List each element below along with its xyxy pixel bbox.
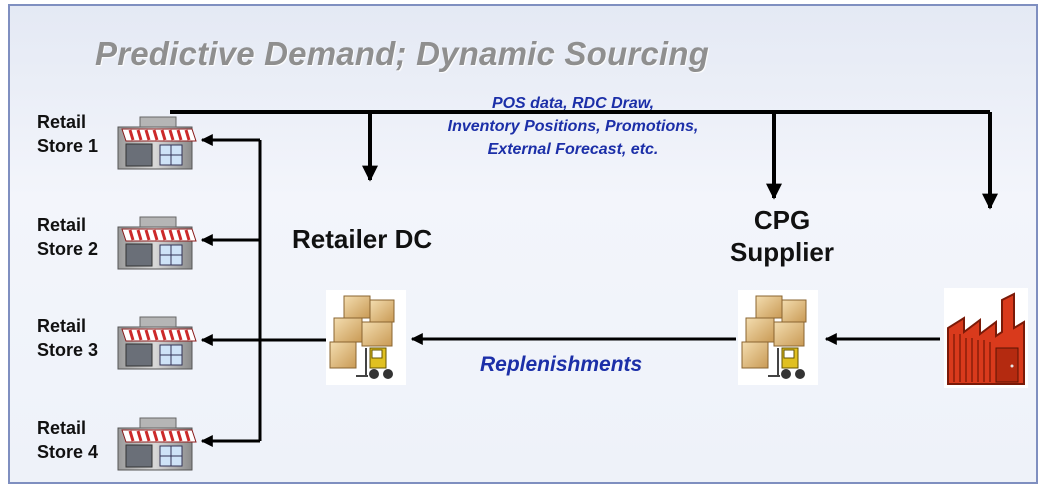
warehouse-forklift-icon: [738, 290, 818, 385]
supplier-line1: CPG: [753, 205, 811, 235]
store-3-line1: Retail: [37, 316, 87, 336]
info-flow-line-2: Inventory Positions, Promotions,: [447, 118, 699, 135]
store-4-line1: Retail: [37, 418, 87, 438]
info-flow-line-1: POS data, RDC Draw,: [491, 95, 655, 112]
retail-store-icon: [117, 417, 197, 471]
supplier-label: CPG Supplier: [722, 204, 842, 268]
info-flow-text: POS data, RDC Draw, Inventory Positions,…: [388, 92, 758, 161]
replenishments-label: Replenishments: [480, 353, 643, 376]
retail-store-icon: [117, 116, 197, 170]
warehouse-forklift-icon: [326, 290, 406, 385]
retailer-dc-label: Retailer DC: [292, 224, 433, 254]
store-label-1: Retail Store 1: [37, 110, 98, 158]
store-3-line2: Store 3: [37, 340, 99, 360]
store-2-line1: Retail: [37, 215, 87, 235]
diagram-title: Predictive Demand; Dynamic Sourcing: [95, 35, 710, 72]
factory-icon: [944, 288, 1028, 388]
store-1-line1: Retail: [37, 112, 87, 132]
store-label-3: Retail Store 3: [37, 314, 98, 362]
store-label-4: Retail Store 4: [37, 416, 98, 464]
retail-store-icon: [117, 316, 197, 370]
store-1-line2: Store 1: [37, 136, 99, 156]
supplier-line2: Supplier: [729, 237, 834, 267]
store-label-2: Retail Store 2: [37, 213, 98, 261]
store-distribution: [200, 134, 940, 447]
store-2-line2: Store 2: [37, 239, 99, 259]
store-4-line2: Store 4: [37, 442, 99, 462]
info-bus: [170, 110, 998, 210]
info-flow-line-3: External Forecast, etc.: [487, 141, 659, 158]
retail-store-icon: [117, 216, 197, 270]
